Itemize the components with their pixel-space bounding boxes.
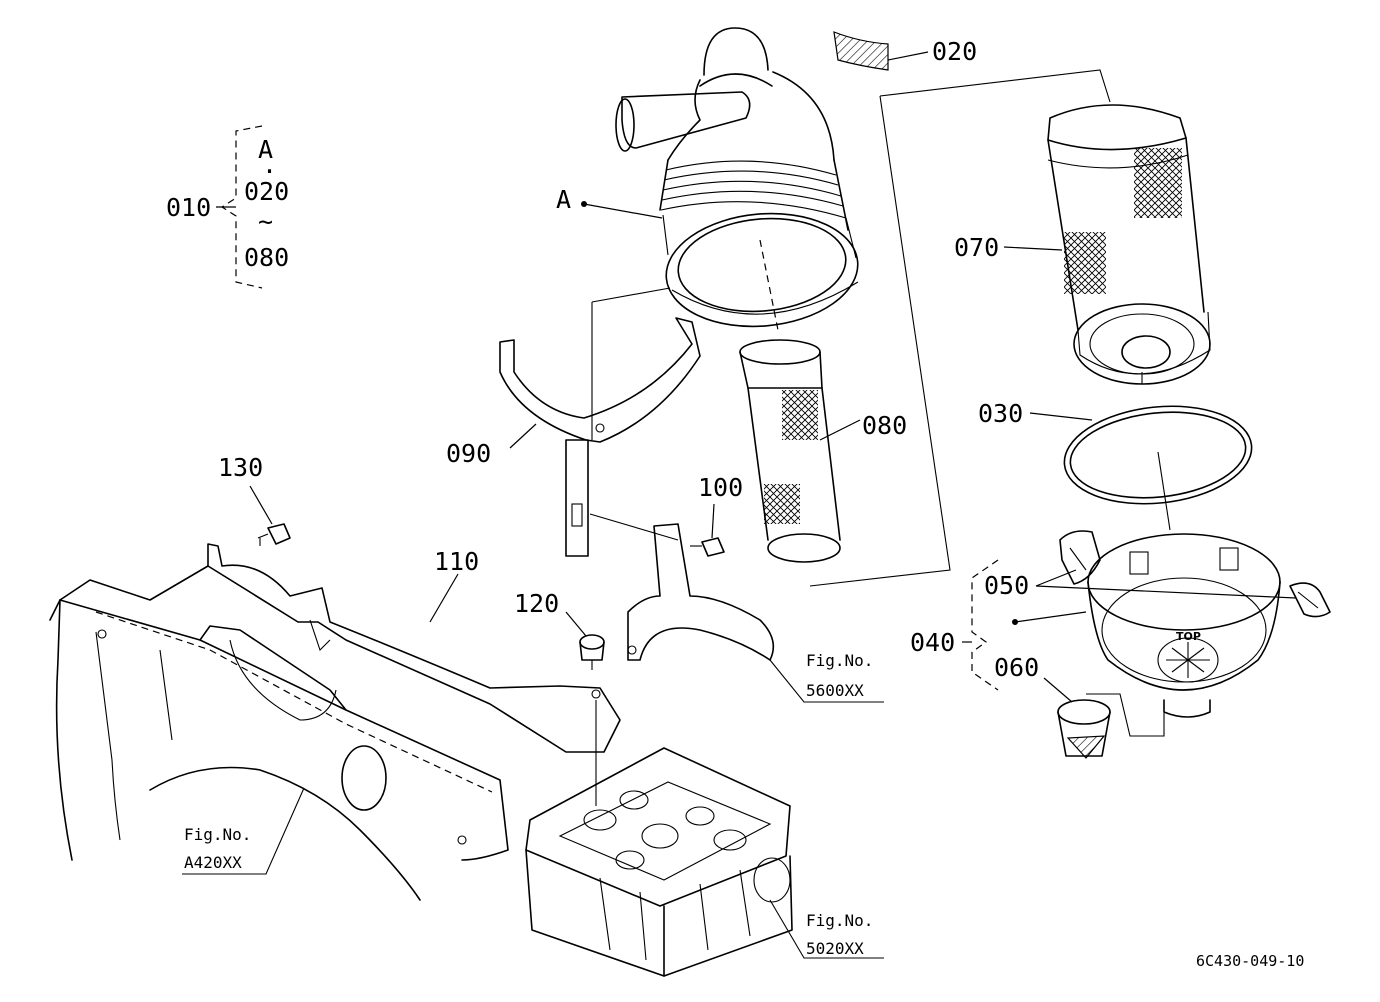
callout-label-070: 070 bbox=[954, 233, 999, 262]
fig-ref-5020: 5020XX bbox=[806, 939, 864, 958]
callout-label-030: 030 bbox=[978, 399, 1023, 428]
bracket-item-020: 020 bbox=[244, 177, 289, 206]
part-090-band: 090 bbox=[446, 287, 701, 557]
callout-label-120: 120 bbox=[514, 589, 559, 618]
air-cleaner-body-A bbox=[615, 27, 859, 331]
drawing-number: 6C430-049-10 bbox=[1196, 952, 1304, 970]
bracket-item-080: 080 bbox=[244, 243, 289, 272]
part-060-evacuator-valve: 060 bbox=[994, 653, 1165, 759]
callout-label-040: 040 bbox=[910, 628, 955, 657]
callout-A: A bbox=[556, 185, 663, 219]
part-050-clips: 050 bbox=[984, 530, 1331, 618]
callout-label-060: 060 bbox=[994, 653, 1039, 682]
bracket-dot: · bbox=[262, 157, 277, 186]
callout-label-090: 090 bbox=[446, 439, 491, 468]
callout-label-020: 020 bbox=[932, 37, 977, 66]
bracket-tilde: ~ bbox=[258, 207, 273, 236]
part-020-label-sticker: 020 bbox=[833, 31, 977, 71]
callout-label-110: 110 bbox=[434, 547, 479, 576]
bracket-item-A: A bbox=[258, 135, 273, 164]
part-070-main-element: 070 bbox=[954, 104, 1211, 385]
callout-label-A: A bbox=[556, 185, 571, 214]
part-110-stay: 110 bbox=[207, 543, 621, 753]
part-120-bolt: 120 bbox=[514, 589, 605, 670]
part-040-cover: TOP 040 bbox=[910, 533, 1281, 718]
mount-bracket-5600: Fig.No. 5600XX bbox=[589, 513, 884, 703]
callout-label-010: 010 bbox=[166, 193, 211, 222]
callout-label-100: 100 bbox=[698, 473, 743, 502]
cover-radial-mark bbox=[1166, 642, 1210, 678]
fig-label-5020: Fig.No. bbox=[806, 911, 873, 930]
callout-label-130: 130 bbox=[218, 453, 263, 482]
part-130-bolt: 130 bbox=[218, 453, 291, 546]
cylinder-head-5020: Fig.No. 5020XX bbox=[525, 700, 884, 977]
fig-ref-a420: A420XX bbox=[184, 853, 242, 872]
cover-top-marking: TOP bbox=[1176, 630, 1201, 643]
callout-label-080: 080 bbox=[862, 411, 907, 440]
assembly-bracket-010 bbox=[216, 125, 263, 289]
part-030-o-ring: 030 bbox=[978, 399, 1253, 505]
assembly-lines bbox=[809, 69, 1171, 587]
callout-010: 010 A · 020 ~ 080 bbox=[166, 135, 289, 272]
callout-label-050: 050 bbox=[984, 571, 1029, 600]
fig-label-5600: Fig.No. bbox=[806, 651, 873, 670]
part-080-safety-element: 080 bbox=[739, 339, 907, 563]
fig-label-a420: Fig.No. bbox=[184, 825, 251, 844]
fig-ref-5600: 5600XX bbox=[806, 681, 864, 700]
frame-a420: Fig.No. A420XX bbox=[49, 565, 509, 901]
part-100-bolt: 100 bbox=[690, 473, 743, 557]
